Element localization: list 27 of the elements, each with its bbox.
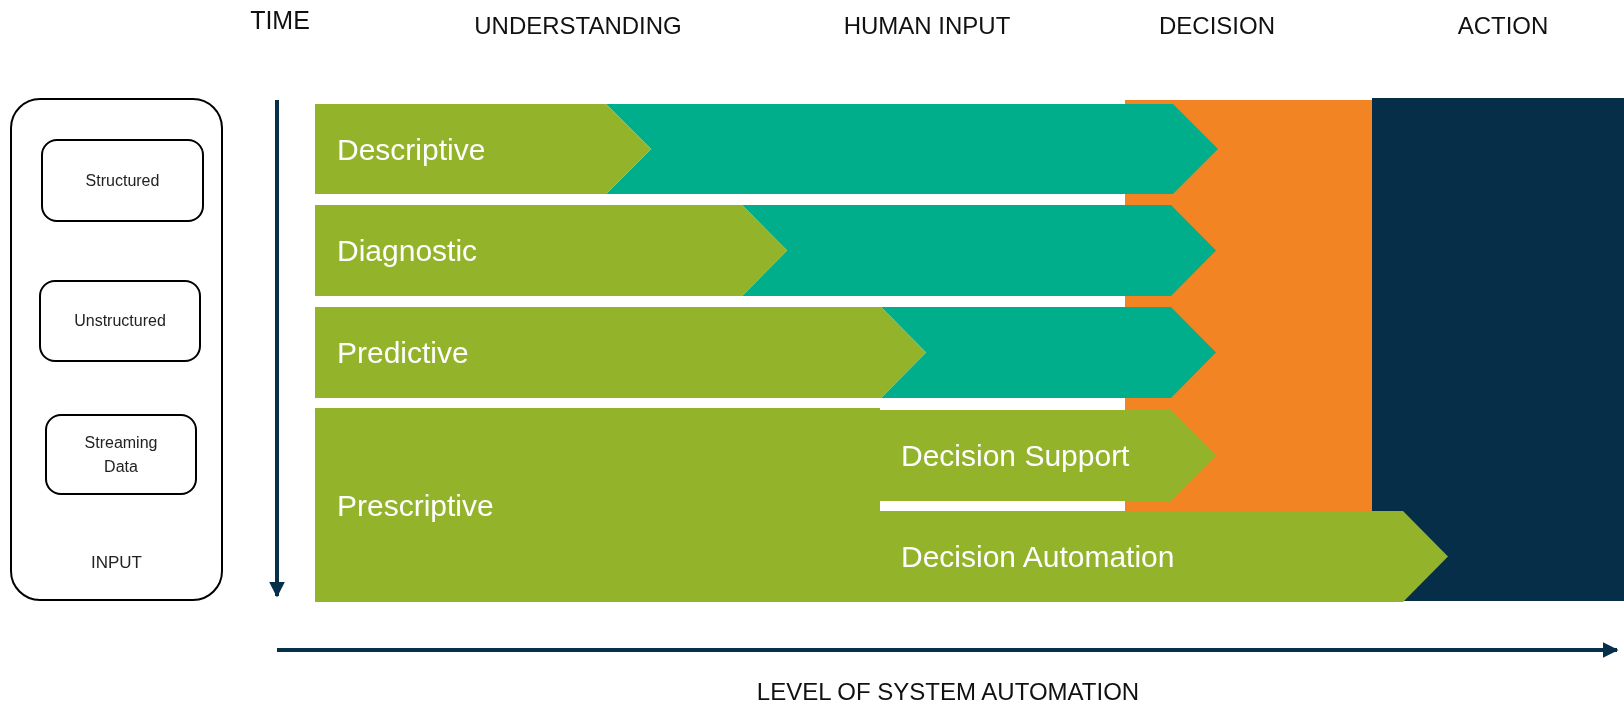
column-heading: ACTION <box>1456 11 1550 41</box>
band-label: Decision Support <box>901 438 1130 474</box>
analytics-band <box>315 307 926 398</box>
band-label: Prescriptive <box>337 487 494 524</box>
human-input-band <box>606 104 1218 194</box>
analytics-band <box>315 205 787 296</box>
column-heading: TIME <box>249 5 311 36</box>
analytics-band <box>879 410 1216 501</box>
analytics-band <box>879 511 1448 602</box>
input-type-box: Streaming Data <box>45 414 197 495</box>
column-heading: HUMAN INPUT <box>842 11 1012 41</box>
column-heading: DECISION <box>1158 11 1276 41</box>
column-heading: LEVEL OF SYSTEM AUTOMATION <box>755 677 1141 706</box>
band-label: Descriptive <box>337 131 486 168</box>
band-label: Predictive <box>337 335 469 371</box>
input-type-box: Structured <box>41 139 204 222</box>
band-label: Diagnostic <box>337 233 478 269</box>
band-label: Decision Automation <box>901 539 1175 575</box>
column-heading: UNDERSTANDING <box>473 11 683 41</box>
human-input-band <box>742 205 1216 296</box>
action-column-band <box>1372 98 1624 601</box>
analytics-band <box>315 408 880 602</box>
input-panel <box>10 98 223 601</box>
input-type-box: Unstructured <box>39 280 201 362</box>
analytics-band <box>315 104 651 194</box>
panel-title: INPUT <box>90 551 143 574</box>
human-input-band <box>881 307 1216 398</box>
